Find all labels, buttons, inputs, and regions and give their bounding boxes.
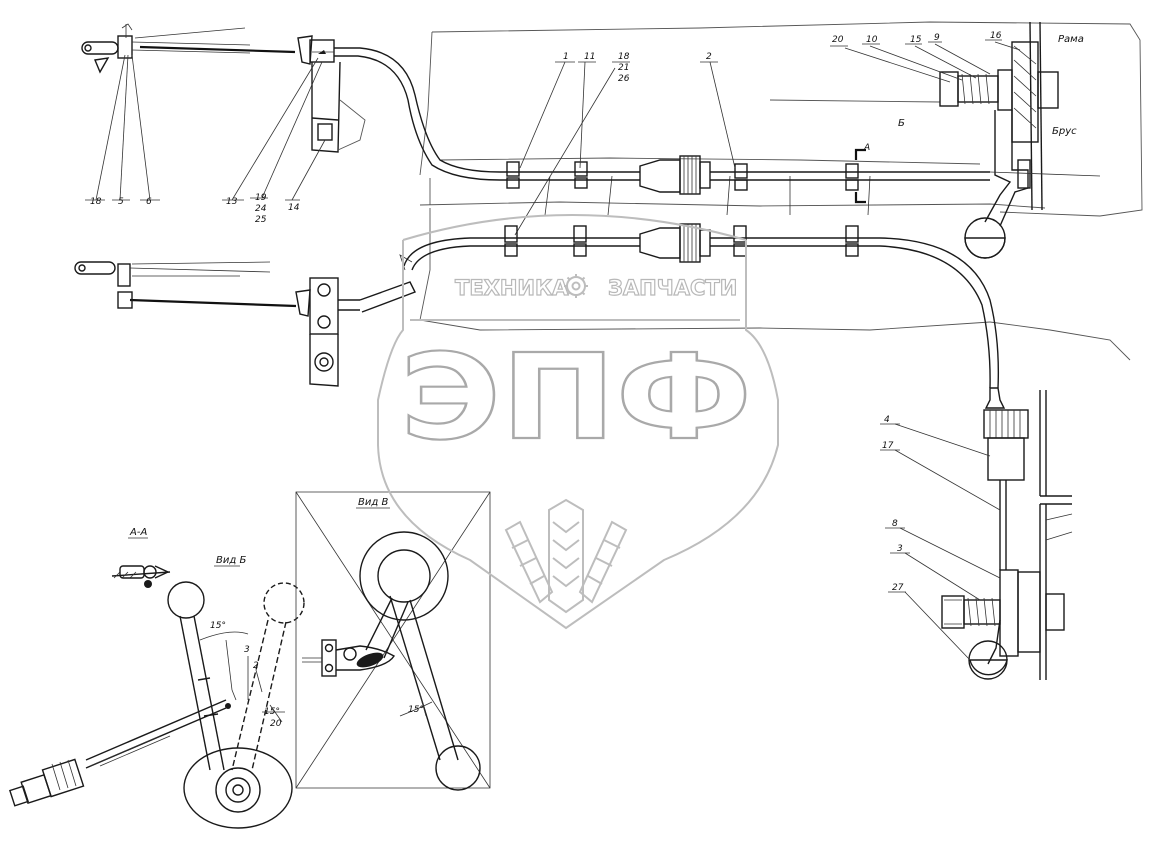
gear-icon: [564, 274, 588, 298]
label-view-b-mark: Б: [898, 118, 905, 129]
callout-16: 16: [990, 31, 1002, 41]
callout-8: 8: [892, 519, 898, 529]
angle-15-view-v: 15°: [408, 705, 424, 715]
right-frame-bracket: [830, 21, 1101, 259]
view-b-diagram: [8, 565, 305, 829]
top-cable-run: [500, 61, 990, 236]
label-view-b: Вид Б: [216, 555, 246, 566]
section-a-a: [111, 537, 171, 588]
watermark-text-right: ЗАПЧАСТИ: [608, 276, 737, 300]
wheat-emblem-icon: [504, 498, 628, 614]
callout-11: 11: [584, 52, 595, 62]
middle-cable-run: [403, 223, 1000, 389]
callout-5: 5: [118, 197, 124, 207]
callout-25: 25: [255, 215, 267, 225]
callout-21: 21: [618, 63, 629, 73]
angle-15-view-b: 15°: [210, 621, 226, 631]
callout-6: 6: [146, 197, 152, 207]
callout-4: 4: [884, 415, 890, 425]
label-view-v: Вид В: [358, 497, 388, 508]
callout-1: 1: [563, 52, 569, 62]
watermark: ТЕХНИКА ЗАПЧАСТИ ЭПФ: [377, 214, 779, 630]
callout-24: 24: [255, 204, 267, 214]
callout-18-top-left: 18: [90, 197, 102, 207]
annotations: Рама Брус Б А-А Вид Б Вид В 15° 15° 15° …: [129, 34, 1084, 729]
callout-18-top: 18: [618, 52, 630, 62]
frame-outline: [399, 21, 1143, 361]
callout-17: 17: [882, 441, 894, 451]
top-lever-assembly: [81, 23, 501, 201]
callout-20-right: 20: [832, 35, 844, 45]
angle-15-view-b-lower: 15°: [264, 707, 280, 717]
section-a-marker: A: [863, 143, 870, 153]
label-section-a-a: А-А: [129, 527, 147, 538]
view-v-diagram: [295, 491, 491, 791]
callout-26: 26: [618, 74, 630, 84]
callout-10: 10: [866, 35, 878, 45]
label-small-2: 2: [253, 661, 259, 671]
callout-15: 15: [910, 35, 922, 45]
lower-lever-assembly: [74, 261, 416, 387]
label-rama: Рама: [1058, 34, 1084, 45]
callout-13: 13: [226, 197, 238, 207]
watermark-main-text: ЭПФ: [400, 328, 752, 466]
watermark-text-left: ТЕХНИКА: [455, 276, 569, 300]
callout-labels: 18 5 6 13 19 24 25 14 1 11 18 21 26 2 A …: [90, 31, 1002, 593]
callout-27: 27: [892, 583, 904, 593]
callout-2: 2: [706, 52, 712, 62]
right-lower-assembly: [880, 387, 1073, 680]
label-small-20: 20: [270, 719, 282, 729]
callout-14: 14: [288, 203, 300, 213]
callout-19: 19: [255, 193, 267, 203]
callout-3: 3: [897, 544, 903, 554]
label-small-3: 3: [244, 645, 250, 655]
label-brus: Брус: [1052, 126, 1077, 137]
callout-9: 9: [934, 33, 940, 43]
